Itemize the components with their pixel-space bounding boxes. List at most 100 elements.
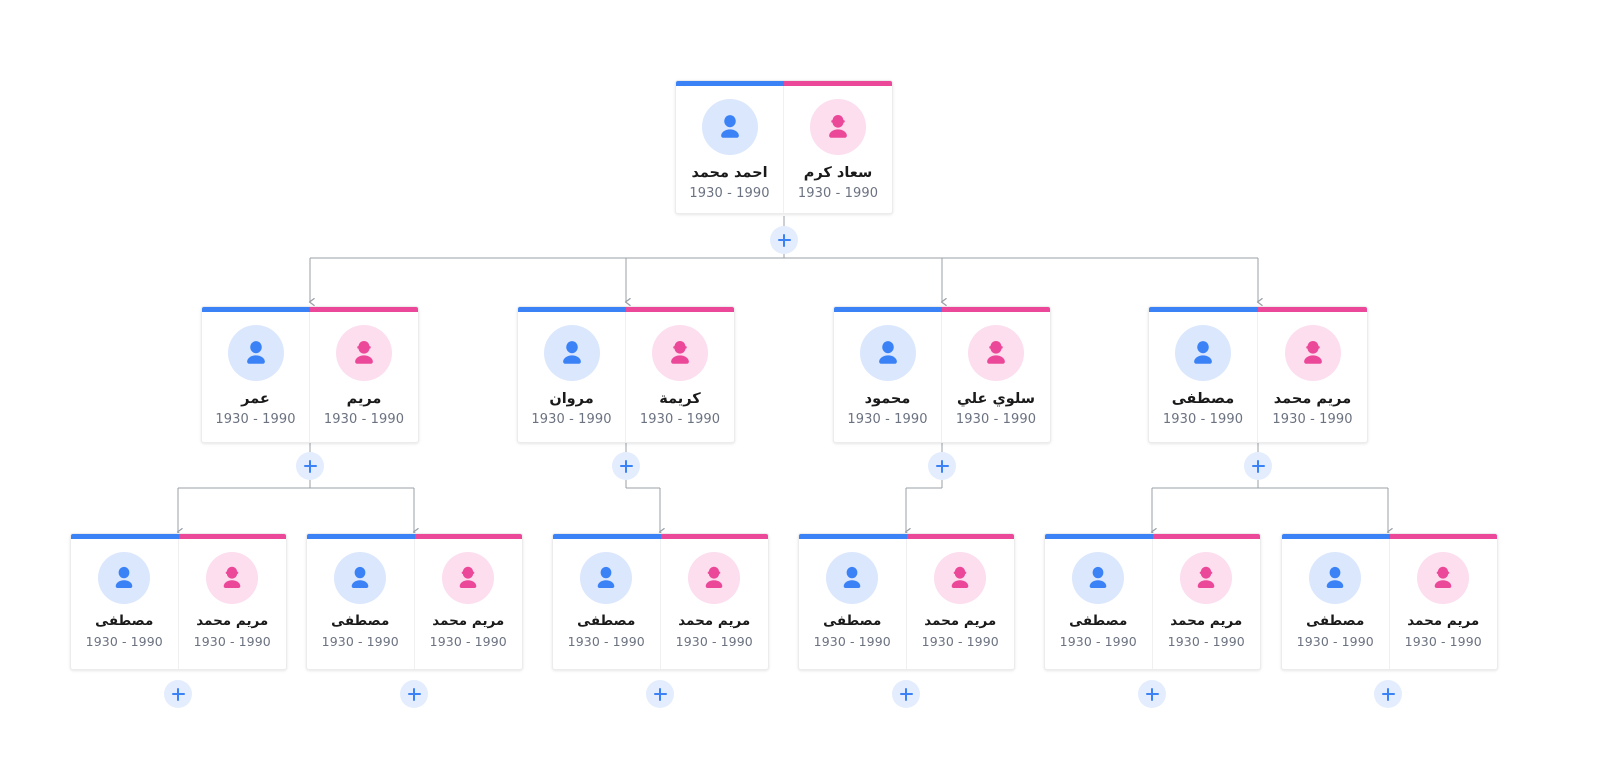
person-name: كريمة — [659, 391, 701, 407]
plus-icon — [1251, 459, 1265, 473]
person-female-icon — [1284, 325, 1341, 381]
person-female-icon — [442, 552, 495, 604]
couple-card-g3c6[interactable]: مصطفى 1930 - 1990 مريم محمد 1930 - 1990 — [1281, 533, 1498, 670]
person-male-icon — [1072, 552, 1125, 604]
person-female-icon — [652, 325, 708, 381]
couple-card-g3c5[interactable]: مصطفى 1930 - 1990 مريم محمد 1930 - 1990 — [1044, 533, 1261, 670]
add-child-button-g2c3[interactable] — [928, 452, 956, 480]
gender-topbar — [553, 534, 768, 539]
person-female[interactable]: مريم محمد 1930 - 1990 — [1258, 307, 1367, 442]
person-male[interactable]: مصطفى 1930 - 1990 — [307, 534, 415, 669]
person-female-icon — [810, 99, 866, 155]
person-female-icon — [206, 552, 259, 604]
couple-card-g1c1[interactable]: احمد محمد 1930 - 1990 سعاد كرم 1930 - 19… — [675, 80, 893, 214]
gender-topbar — [307, 534, 522, 539]
couple-card-g3c4[interactable]: مصطفى 1930 - 1990 مريم محمد 1930 - 1990 — [798, 533, 1015, 670]
person-dates: 1930 - 1990 — [321, 633, 399, 649]
person-dates: 1930 - 1990 — [85, 633, 163, 649]
person-male[interactable]: مصطفى 1930 - 1990 — [1045, 534, 1153, 669]
person-female[interactable]: مريم محمد 1930 - 1990 — [415, 534, 523, 669]
add-child-button-g3c1[interactable] — [164, 680, 192, 708]
person-dates: 1930 - 1990 — [323, 412, 405, 428]
add-child-button-g3c6[interactable] — [1374, 680, 1402, 708]
couple-card-g3c3[interactable]: مصطفى 1930 - 1990 مريم محمد 1930 - 1990 — [552, 533, 769, 670]
gender-topbar — [71, 534, 286, 539]
male-topbar-segment — [799, 534, 907, 539]
person-male[interactable]: عمر 1930 - 1990 — [202, 307, 310, 442]
person-female-icon — [1417, 552, 1470, 604]
female-topbar-segment — [178, 534, 286, 539]
add-child-button-g3c5[interactable] — [1138, 680, 1166, 708]
female-topbar-segment — [1389, 534, 1497, 539]
person-name: مريم محمد — [678, 613, 751, 629]
person-name: مصطفى — [95, 613, 154, 629]
person-male-icon — [580, 552, 633, 604]
person-male[interactable]: احمد محمد 1930 - 1990 — [676, 81, 784, 213]
person-male-icon — [701, 99, 758, 155]
person-name: سلوي علي — [956, 391, 1036, 407]
couple-card-g2c2[interactable]: مروان 1930 - 1990 كريمة 1930 - 1990 — [517, 306, 735, 443]
person-female[interactable]: كريمة 1930 - 1990 — [626, 307, 734, 442]
person-dates: 1930 - 1990 — [429, 633, 507, 649]
person-dates: 1930 - 1990 — [675, 633, 753, 649]
person-name: مريم محمد — [1407, 613, 1480, 629]
male-topbar-segment — [202, 307, 310, 312]
person-male[interactable]: مصطفى 1930 - 1990 — [553, 534, 661, 669]
person-female[interactable]: مريم محمد 1930 - 1990 — [661, 534, 769, 669]
person-name: مريم محمد — [1273, 391, 1352, 407]
person-dates: 1930 - 1990 — [531, 412, 612, 428]
add-child-button-g1c1[interactable] — [770, 226, 798, 254]
add-child-button-g2c4[interactable] — [1244, 452, 1272, 480]
plus-icon — [1145, 687, 1159, 701]
person-male[interactable]: مصطفى 1930 - 1990 — [799, 534, 907, 669]
person-dates: 1930 - 1990 — [1272, 412, 1353, 428]
person-dates: 1930 - 1990 — [847, 412, 928, 428]
male-topbar-segment — [676, 81, 784, 86]
add-child-button-g2c1[interactable] — [296, 452, 324, 480]
couple-card-g3c2[interactable]: مصطفى 1930 - 1990 مريم محمد 1930 - 1990 — [306, 533, 523, 670]
person-female[interactable]: مريم محمد 1930 - 1990 — [1390, 534, 1498, 669]
gender-topbar — [834, 307, 1050, 312]
person-dates: 1930 - 1990 — [1059, 633, 1137, 649]
couple-card-g2c4[interactable]: مصطفى 1930 - 1990 مريم محمد 1930 - 1990 — [1148, 306, 1368, 443]
person-female[interactable]: مريم 1930 - 1990 — [310, 307, 418, 442]
person-male[interactable]: مصطفى 1930 - 1990 — [1282, 534, 1390, 669]
person-female-icon — [1180, 552, 1233, 604]
person-female[interactable]: سلوي علي 1930 - 1990 — [942, 307, 1050, 442]
person-female[interactable]: مريم محمد 1930 - 1990 — [907, 534, 1015, 669]
add-child-button-g3c3[interactable] — [646, 680, 674, 708]
person-male[interactable]: مصطفى 1930 - 1990 — [1149, 307, 1258, 442]
person-male-icon — [543, 325, 600, 381]
person-female-icon — [934, 552, 987, 604]
add-child-button-g3c2[interactable] — [400, 680, 428, 708]
add-child-button-g3c4[interactable] — [892, 680, 920, 708]
person-dates: 1930 - 1990 — [1296, 633, 1374, 649]
plus-icon — [899, 687, 913, 701]
couple-card-g2c1[interactable]: عمر 1930 - 1990 مريم 1930 - 1990 — [201, 306, 419, 443]
gender-topbar — [1045, 534, 1260, 539]
female-topbar-segment — [906, 534, 1014, 539]
person-name: مريم — [346, 391, 382, 407]
male-topbar-segment — [553, 534, 661, 539]
male-topbar-segment — [1149, 307, 1258, 312]
couple-card-g2c3[interactable]: محمود 1930 - 1990 سلوي علي 1930 - 1990 — [833, 306, 1051, 443]
person-male[interactable]: محمود 1930 - 1990 — [834, 307, 942, 442]
person-dates: 1930 - 1990 — [215, 412, 296, 428]
female-topbar-segment — [414, 534, 522, 539]
person-female[interactable]: سعاد كرم 1930 - 1990 — [784, 81, 892, 213]
person-male[interactable]: مصطفى 1930 - 1990 — [71, 534, 179, 669]
couple-card-g3c1[interactable]: مصطفى 1930 - 1990 مريم محمد 1930 - 1990 — [70, 533, 287, 670]
person-female[interactable]: مريم محمد 1930 - 1990 — [1153, 534, 1261, 669]
person-name: مريم محمد — [1170, 613, 1243, 629]
person-dates: 1930 - 1990 — [689, 186, 770, 202]
gender-topbar — [676, 81, 892, 86]
person-male-icon — [98, 552, 151, 604]
person-name: مصطفى — [1171, 391, 1235, 407]
female-topbar-segment — [784, 81, 892, 86]
person-female[interactable]: مريم محمد 1930 - 1990 — [179, 534, 287, 669]
gender-topbar — [1149, 307, 1367, 312]
person-name: مصطفى — [1069, 613, 1128, 629]
add-child-button-g2c2[interactable] — [612, 452, 640, 480]
person-dates: 1930 - 1990 — [1404, 633, 1482, 649]
person-male[interactable]: مروان 1930 - 1990 — [518, 307, 626, 442]
